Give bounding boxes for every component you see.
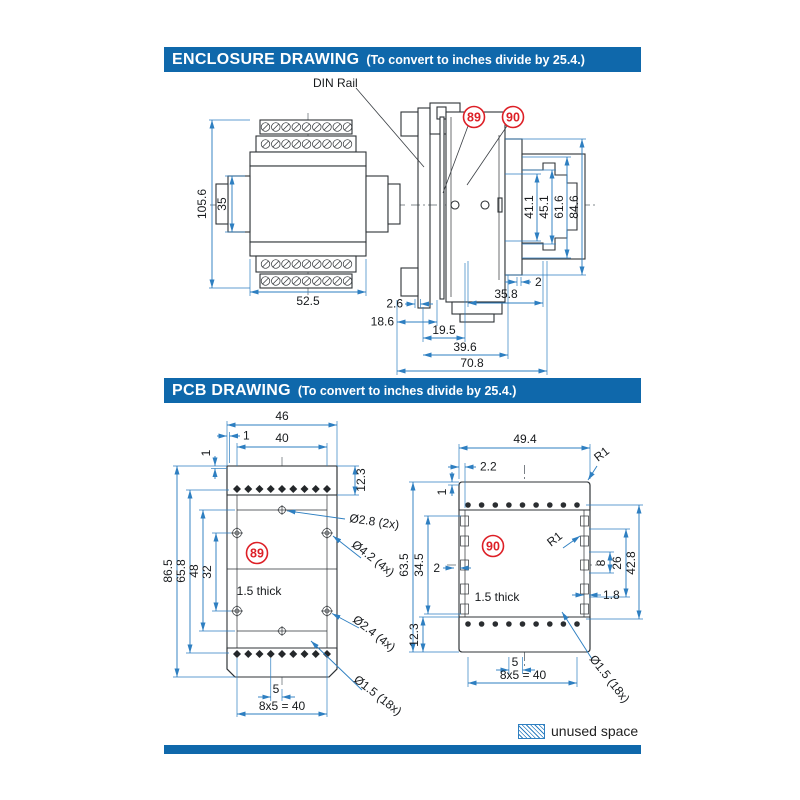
dim-pcb90-49-4: 49.4: [513, 432, 537, 446]
dim-pcb90-5: 5: [512, 655, 519, 669]
pcb-drawing: 89 1.5 thick 46 40 1 1 12.3 86.5: [161, 409, 643, 718]
dim-side-35-8: 35.8: [494, 287, 518, 301]
unused-space-legend: unused space: [518, 723, 638, 739]
footer-bar: [164, 745, 641, 754]
dim-side-45-1: 45.1: [537, 195, 551, 219]
dim-side-18-6: 18.6: [371, 315, 395, 329]
callout-pcb90-hole-1-5: Ø1.5 (18x): [587, 652, 633, 705]
dim-pcb90-42-8: 42.8: [624, 551, 638, 575]
dim-pcb90-2: 2: [433, 561, 440, 575]
pcb-header-title: PCB DRAWING: [172, 381, 291, 399]
dim-pcb90-8x5: 8x5 = 40: [500, 668, 547, 682]
dim-pcb89-12-3: 12.3: [354, 468, 368, 492]
pcb89-pin-row-bottom: [233, 650, 331, 658]
pcb89-thickness-note: 1.5 thick: [237, 584, 283, 598]
pcb89-edge-view: [439, 116, 445, 300]
pcb-header-subtitle: (To convert to inches divide by 25.4.): [297, 383, 517, 398]
dim-pcb90-8: 8: [594, 559, 608, 566]
balloon-pcb89: [245, 541, 269, 565]
pcb90-thickness-note: 1.5 thick: [475, 590, 521, 604]
hatch-swatch: [518, 723, 545, 739]
dim-pcb89-48: 48: [187, 564, 201, 578]
pcb90-unused-top: [458, 481, 591, 511]
dim-pcb89-1a: 1: [243, 429, 250, 443]
dim-pcb89-40: 40: [275, 431, 289, 445]
balloon-pcb90: [481, 534, 505, 558]
dim-front-height: 105.6: [195, 189, 209, 219]
pcb89-unused-top: [226, 465, 338, 496]
dim-pcb90-2-2: 2.2: [480, 460, 497, 474]
pcb89-board-view: 89 1.5 thick 46 40 1 1 12.3 86.5: [161, 409, 404, 718]
din-rail-label: DIN Rail: [313, 76, 358, 90]
enclosure-header-banner: ENCLOSURE DRAWING (To convert to inches …: [164, 47, 641, 72]
dim-pcb90-1: 1: [435, 488, 449, 495]
callout-r1-top: R1: [591, 444, 612, 465]
enclosure-header-subtitle: (To convert to inches divide by 25.4.): [366, 52, 585, 67]
pcb89-unused-bottom: [226, 647, 338, 678]
dim-pcb89-65-8: 65.8: [174, 559, 188, 583]
dim-pcb90-1-8: 1.8: [603, 588, 620, 602]
din-rail-leader: [355, 87, 425, 168]
dim-side-41-1: 41.1: [522, 195, 536, 219]
enclosure-header-title: ENCLOSURE DRAWING: [172, 50, 360, 68]
callout-hole-1-5: Ø1.5 (18x): [351, 672, 404, 718]
terminal-screws: [260, 122, 353, 286]
callout-hole-2-8: Ø2.8 (2x): [349, 511, 400, 532]
dim-pcb89-5: 5: [273, 682, 280, 696]
pcb90-pin-row-bottom: [465, 621, 580, 627]
dim-side-19-5: 19.5: [432, 323, 456, 337]
callout-hole-4-2: Ø4.2 (4x): [349, 537, 397, 579]
balloon-90: [501, 105, 525, 129]
dim-pcb89-1b: 1: [199, 449, 213, 456]
dim-pcb89-32: 32: [200, 565, 214, 579]
pcb90-pin-row-top: [465, 502, 580, 508]
dim-side-70-8: 70.8: [460, 356, 484, 370]
dim-side-39-6: 39.6: [453, 340, 477, 354]
pcb90-castellations: [460, 515, 589, 615]
pcb89-pin-row-top: [233, 485, 331, 493]
dim-side-2: 2: [535, 275, 542, 289]
dim-side-61-6: 61.6: [552, 195, 566, 219]
dim-pcb90-63-5: 63.5: [397, 553, 411, 577]
enclosure-front-view: 105.6 35 52.5: [195, 113, 405, 308]
callout-hole-2-4: Ø2.4 (4x): [350, 612, 398, 654]
dim-pcb90-12-3: 12.3: [407, 623, 421, 647]
dim-front-width: 52.5: [296, 294, 320, 308]
pcb90-board-view: 90 1.5 thick 49.4 2.2 1 R1 R1 63.5: [397, 432, 643, 706]
balloon-90-label: 90: [506, 111, 520, 125]
balloon-89-label: 89: [467, 111, 481, 125]
dim-side-84-6: 84.6: [567, 195, 581, 219]
pcb-header-banner: PCB DRAWING (To convert to inches divide…: [164, 378, 641, 403]
dim-pcb89-46: 46: [275, 409, 289, 423]
dim-pcb90-26: 26: [610, 556, 624, 570]
enclosure-side-view: 89 90 41.1 45.1 61.6 84.6 2 35.8: [371, 102, 597, 375]
balloon-pcb90-label: 90: [486, 540, 500, 554]
pcb89-center-holes: [277, 505, 287, 636]
dim-side-2-6: 2.6: [386, 297, 403, 311]
dim-front-connector: 35: [215, 197, 229, 211]
balloon-89: [462, 105, 486, 129]
dim-pcb89-8x5: 8x5 = 40: [259, 699, 306, 713]
pcb89-mount-holes: [231, 527, 333, 617]
balloon-pcb89-label: 89: [250, 547, 264, 561]
enclosure-drawing: DIN Rail: [195, 76, 597, 375]
legend-label: unused space: [551, 723, 639, 739]
dim-pcb89-86-5: 86.5: [161, 559, 175, 583]
dim-pcb90-34-5: 34.5: [412, 553, 426, 577]
